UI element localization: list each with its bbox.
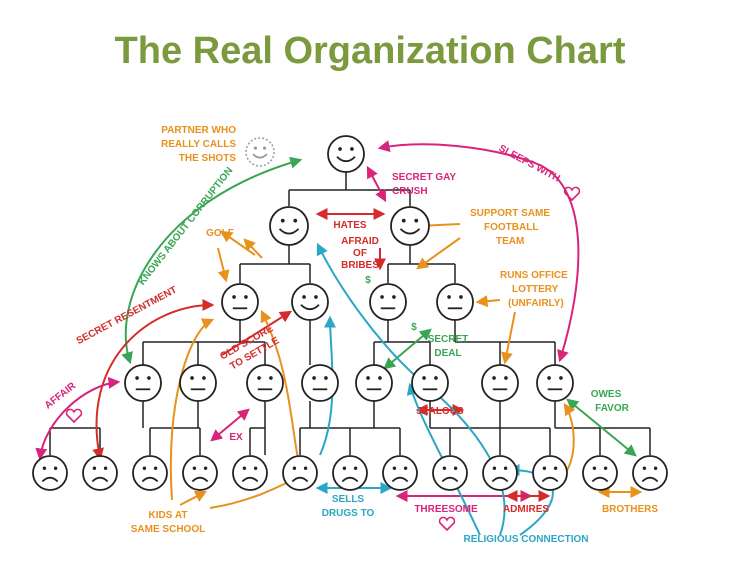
- annotation-label: FOOTBALL: [484, 222, 538, 233]
- annotation-label: RELIGIOUS CONNECTION: [463, 534, 588, 545]
- happy-face-icon: [327, 135, 365, 173]
- annotation-label: KNOWS ABOUT CORRUPTION: [137, 165, 236, 287]
- annotation-label: TEAM: [496, 236, 524, 247]
- annotation-label: THE SHOTS: [179, 153, 237, 164]
- sad-face-icon: [482, 455, 518, 491]
- annotation-label: $: [411, 322, 417, 333]
- neutral-face-icon: [221, 283, 259, 321]
- annotation-label: GOLF: [206, 228, 234, 239]
- neutral-face-icon: [246, 364, 284, 402]
- annotation-label: OF: [353, 248, 367, 259]
- heart-icon: [438, 516, 456, 532]
- sad-face-icon: [132, 455, 168, 491]
- neutral-face-icon: [436, 283, 474, 321]
- annotation-label: PARTNER WHO: [161, 125, 236, 136]
- annotation-label: RUNS OFFICE: [500, 270, 568, 281]
- sad-face-icon: [32, 455, 68, 491]
- sad-face-icon: [82, 455, 118, 491]
- annotation-label: CRUSH: [392, 186, 428, 197]
- annotation-label: REALLY CALLS: [161, 139, 236, 150]
- sad-face-icon: [182, 455, 218, 491]
- happy-face-icon: [291, 283, 329, 321]
- neutral-face-icon: [536, 364, 574, 402]
- annotation-label: SUPPORT SAME: [470, 208, 550, 219]
- annotation-label: OWES: [591, 389, 622, 400]
- sad-face-icon: [432, 455, 468, 491]
- sad-face-icon: [532, 455, 568, 491]
- annotation-label: SLEEPS WITH: [497, 143, 562, 185]
- annotation-label: SECRET GAY: [392, 172, 456, 183]
- annotation-label: THREESOME: [414, 504, 478, 515]
- annotation-label: JEALOUS: [416, 406, 464, 417]
- annotation-label: SAME SCHOOL: [131, 524, 205, 535]
- annotation-label: DRUGS TO: [322, 508, 375, 519]
- sad-face-icon: [382, 455, 418, 491]
- happy-face-icon: [245, 137, 275, 167]
- annotation-label: KIDS AT: [149, 510, 188, 521]
- chart-title: The Real Organization Chart: [114, 30, 626, 72]
- annotation-label: HATES: [333, 220, 366, 231]
- neutral-face-icon: [124, 364, 162, 402]
- happy-face-icon: [390, 206, 430, 246]
- annotation-label: AFRAID: [341, 236, 379, 247]
- annotation-label: FAVOR: [595, 403, 629, 414]
- neutral-face-icon: [369, 283, 407, 321]
- sad-face-icon: [232, 455, 268, 491]
- employee-faces: [32, 135, 668, 491]
- neutral-face-icon: [411, 364, 449, 402]
- sad-face-icon: [632, 455, 668, 491]
- neutral-face-icon: [179, 364, 217, 402]
- neutral-face-icon: [301, 364, 339, 402]
- annotation-label: EX: [229, 432, 243, 443]
- annotation-label: AFFAIR: [43, 380, 79, 411]
- annotation-label: (UNFAIRLY): [508, 298, 564, 309]
- annotation-label: ADMIRES: [503, 504, 549, 515]
- neutral-face-icon: [481, 364, 519, 402]
- heart-icons: [65, 186, 581, 532]
- heart-icon: [65, 408, 83, 424]
- neutral-face-icon: [355, 364, 393, 402]
- annotation-label: BROTHERS: [602, 504, 658, 515]
- annotation-label: LOTTERY: [512, 284, 559, 295]
- annotation-label: SELLS: [332, 494, 365, 505]
- heart-icon: [563, 186, 581, 202]
- happy-face-icon: [269, 206, 309, 246]
- sad-face-icon: [582, 455, 618, 491]
- annotation-label: BRIBES: [341, 260, 379, 271]
- sad-face-icon: [282, 455, 318, 491]
- sad-face-icon: [332, 455, 368, 491]
- annotation-label: $: [365, 275, 371, 286]
- annotation-label: DEAL: [434, 348, 461, 359]
- relationship-arrows: [35, 140, 643, 536]
- annotation-label: SECRET: [428, 334, 469, 345]
